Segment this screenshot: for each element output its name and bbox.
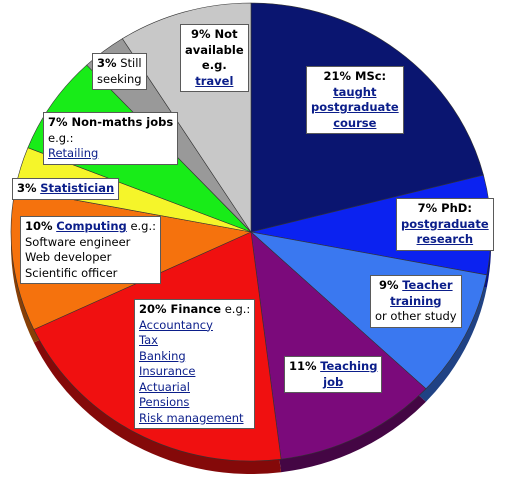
label-msc: 21% MSc: taught postgraduate course: [306, 66, 404, 134]
label-notavail-eg: e.g.: [201, 58, 227, 72]
label-teacher-pct: 9%: [379, 278, 399, 292]
label-notavail-pct2: available: [185, 42, 244, 57]
link-travel[interactable]: travel: [195, 73, 234, 88]
link-teaching[interactable]: Teaching: [320, 359, 378, 373]
link-pensions[interactable]: Pensions: [139, 395, 190, 409]
link-statistician[interactable]: Statistician: [40, 181, 115, 195]
label-nonmaths-eg: e.g.:: [48, 130, 74, 145]
link-actuarial[interactable]: Actuarial: [139, 379, 190, 394]
label-statistician: 3% Statistician: [12, 178, 120, 200]
label-teacher-rest: or other study: [375, 309, 457, 323]
link-computing[interactable]: Computing: [56, 219, 127, 233]
label-notavail-pct1: 9% Not: [191, 27, 238, 41]
label-seeking-pct: 3%: [97, 56, 117, 70]
link-msc-postgraduate[interactable]: postgraduate: [311, 100, 399, 114]
link-insurance[interactable]: Insurance: [139, 364, 196, 378]
label-software-engineer: Software engineer: [25, 234, 131, 249]
label-computing: 10% Computing e.g.: Software engineer We…: [20, 216, 162, 284]
label-teaching-pct: 11%: [289, 359, 317, 373]
label-seeking-l1: Still: [120, 56, 142, 70]
label-still-seeking: 3% Still seeking: [92, 53, 147, 90]
label-web-developer: Web developer: [25, 250, 112, 264]
link-phd-postgraduate[interactable]: postgraduate: [401, 216, 489, 231]
label-computing-pct: 10%: [25, 219, 53, 233]
label-scientific-officer: Scientific officer: [25, 265, 118, 280]
link-teaching-job[interactable]: job: [323, 374, 344, 389]
label-seeking-l2: seeking: [97, 71, 142, 86]
label-teaching-job: 11% Teaching job: [284, 356, 383, 393]
label-computing-eg: e.g.:: [130, 219, 157, 233]
label-finance-eg: e.g.:: [224, 302, 251, 316]
slice-teacher-training-or-other-study: [250, 231, 488, 390]
label-finance: 20% Finance e.g.: Accountancy Tax Bankin…: [134, 299, 256, 429]
label-phd: 7% PhD: postgraduate research: [396, 198, 494, 251]
link-banking[interactable]: Banking: [139, 348, 186, 363]
link-tax[interactable]: Tax: [139, 333, 158, 347]
label-non-maths-jobs: 7% Non-maths jobs e.g.: Retailing: [43, 112, 179, 165]
label-teacher-training: 9% Teacher training or other study: [370, 275, 462, 328]
link-accountancy[interactable]: Accountancy: [139, 317, 213, 332]
label-statistician-pct: 3%: [17, 181, 37, 195]
slice-teaching-job: [250, 231, 427, 460]
link-risk-management[interactable]: Risk management: [139, 410, 244, 425]
label-nonmaths-pct: 7% Non-maths jobs: [48, 115, 174, 129]
label-msc-pct: 21% MSc:: [323, 69, 387, 83]
link-msc-taught[interactable]: taught: [333, 84, 377, 99]
label-not-available: 9% Not available e.g. travel: [180, 24, 249, 92]
link-phd-research[interactable]: research: [416, 232, 474, 246]
label-finance-pct: 20% Finance: [139, 302, 222, 316]
link-teacher[interactable]: Teacher: [402, 278, 453, 292]
link-training[interactable]: training: [390, 293, 442, 308]
link-msc-course[interactable]: course: [333, 115, 377, 130]
link-retailing[interactable]: Retailing: [48, 146, 99, 160]
label-phd-pct: 7% PhD:: [417, 201, 472, 215]
